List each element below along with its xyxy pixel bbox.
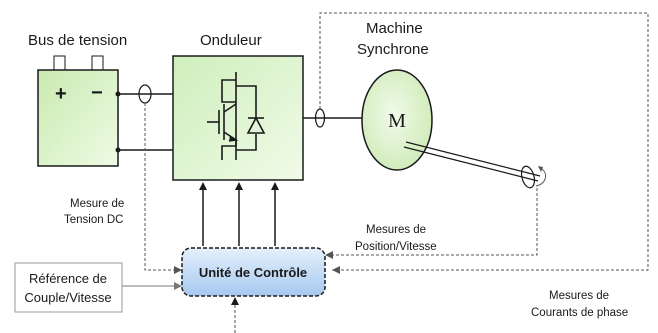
position-sensor xyxy=(520,165,536,189)
position-label-line1: Mesures de xyxy=(366,224,426,236)
battery-title: Bus de tension xyxy=(28,32,127,49)
reference-label-line2: Couple/Vitesse xyxy=(24,290,111,305)
motor-shaft-bottom xyxy=(403,146,539,182)
rotation-arrowhead-icon xyxy=(538,166,543,172)
phase-currents-label-line2: Courants de phase xyxy=(531,307,628,319)
bottom-input-arrowhead xyxy=(231,297,239,305)
inverter-title: Onduleur xyxy=(200,32,262,49)
reference-arrowhead xyxy=(174,282,182,290)
position-feedback-line xyxy=(325,188,538,256)
inverter-box xyxy=(172,55,304,181)
battery-terminal-negative xyxy=(91,55,104,72)
control-unit-box xyxy=(181,247,326,297)
motor-shaft-top xyxy=(405,141,541,177)
phase-current-feedback-line xyxy=(319,12,649,271)
dc-voltage-feedback-line xyxy=(144,103,180,271)
position-label-line2: Position/Vitesse xyxy=(355,241,437,253)
igbt-symbol xyxy=(207,72,266,160)
dc-voltage-label-line2: Tension DC xyxy=(64,214,123,226)
machine-title-line1: Machine xyxy=(366,20,423,37)
dc-voltage-feedback-arrowhead xyxy=(174,266,182,274)
battery: + − xyxy=(37,55,119,167)
battery-terminal-positive xyxy=(53,55,66,72)
reference-label-line1: Référence de xyxy=(29,271,107,286)
phase-current-feedback-arrowhead xyxy=(332,266,340,274)
dc-node-bottom xyxy=(115,147,121,153)
dc-node-top xyxy=(115,91,121,97)
synchronous-machine: M xyxy=(361,69,547,189)
phase-currents-label-line1: Mesures de xyxy=(549,290,609,302)
battery-plus-sign: + xyxy=(55,83,67,105)
motor-symbol: M xyxy=(388,110,406,132)
dc-voltage-label-line1: Mesure de xyxy=(70,198,124,210)
control-unit-label: Unité de Contrôle xyxy=(199,265,307,280)
battery-minus-sign: − xyxy=(91,82,103,104)
rotation-arrow-icon xyxy=(535,167,547,187)
inverter xyxy=(172,55,304,181)
motor-body xyxy=(361,69,433,171)
reference-box xyxy=(14,262,123,313)
battery-body xyxy=(37,69,119,167)
machine-title-line2: Synchrone xyxy=(357,41,429,58)
position-feedback-arrowhead xyxy=(325,251,333,259)
